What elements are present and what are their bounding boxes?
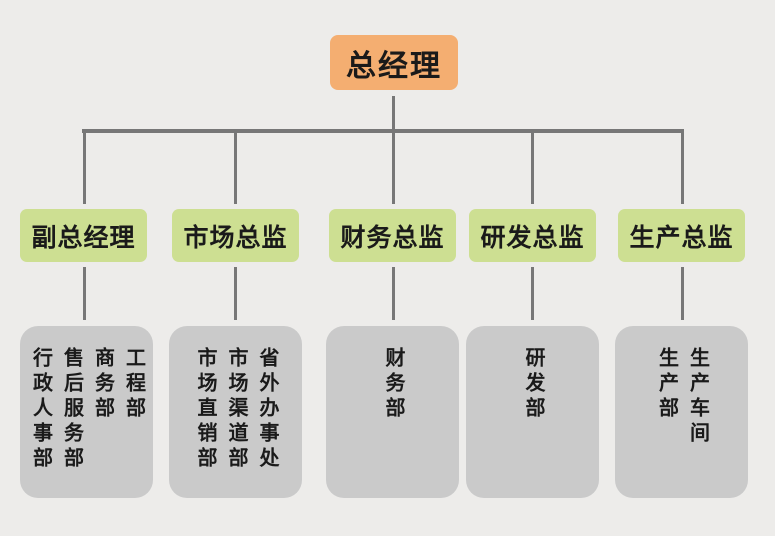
org-node-branch-5: 生产总监 <box>618 209 745 262</box>
connector-branch-link-2 <box>234 267 237 320</box>
department-item: 研发部 <box>522 347 544 422</box>
connector-branch-link-5 <box>681 267 684 320</box>
department-group-3: 财务部 <box>326 326 459 498</box>
department-group-4: 研发部 <box>466 326 599 498</box>
department-item: 生产车间 <box>686 347 709 447</box>
department-item: 售后服务部 <box>60 347 83 472</box>
connector-branch-link-1 <box>83 267 86 320</box>
connector-drop-5 <box>681 133 684 204</box>
department-item: 生产部 <box>655 347 678 422</box>
connector-branch-link-3 <box>392 267 395 320</box>
department-item: 行政人事部 <box>29 347 52 472</box>
org-node-branch-1: 副总经理 <box>20 209 147 262</box>
department-group-5: 生产车间 生产部 <box>615 326 748 498</box>
department-item: 市场直销部 <box>194 347 216 472</box>
connector-drop-2 <box>234 133 237 204</box>
department-item: 工程部 <box>122 347 145 422</box>
department-item: 财务部 <box>382 347 404 422</box>
department-list: 工程部 商务部 售后服务部 行政人事部 <box>25 347 149 472</box>
connector-drop-1 <box>83 133 86 204</box>
org-node-branch-2: 市场总监 <box>172 209 299 262</box>
connector-branch-link-4 <box>531 267 534 320</box>
department-list: 生产车间 生产部 <box>651 347 713 447</box>
connector-root-stem <box>392 96 395 129</box>
org-node-branch-3: 财务总监 <box>329 209 456 262</box>
connector-crossbar <box>82 129 684 133</box>
connector-drop-4 <box>531 133 534 204</box>
org-node-root: 总经理 <box>330 35 458 90</box>
department-group-2: 省外办事处 市场渠道部 市场直销部 <box>169 326 302 498</box>
department-item: 商务部 <box>91 347 114 422</box>
department-item: 省外办事处 <box>256 347 278 472</box>
connector-drop-3 <box>392 133 395 204</box>
department-list: 研发部 <box>517 347 548 422</box>
org-node-branch-4: 研发总监 <box>469 209 596 262</box>
department-list: 省外办事处 市场渠道部 市场直销部 <box>189 347 282 472</box>
department-item: 市场渠道部 <box>225 347 247 472</box>
department-list: 财务部 <box>377 347 408 422</box>
department-group-1: 工程部 商务部 售后服务部 行政人事部 <box>20 326 153 498</box>
